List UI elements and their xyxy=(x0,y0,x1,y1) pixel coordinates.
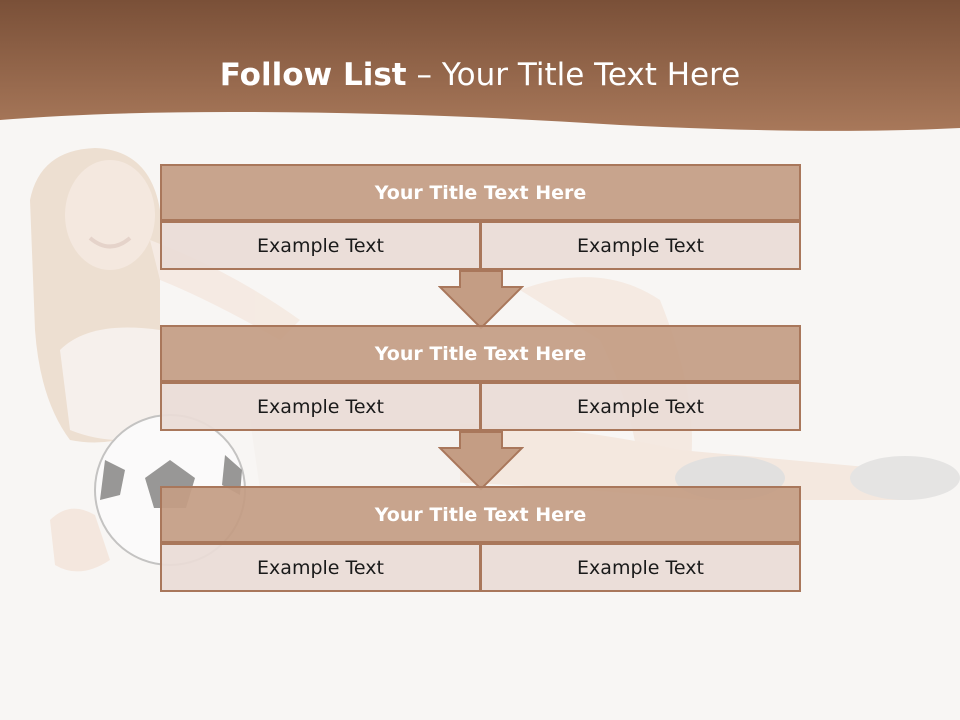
slide-title-bold: Follow List xyxy=(219,57,407,93)
block-title: Your Title Text Here xyxy=(160,325,801,382)
block-right-cell: Example Text xyxy=(480,382,801,431)
block-left-cell: Example Text xyxy=(160,543,481,592)
block-title: Your Title Text Here xyxy=(160,164,801,221)
block-right-cell: Example Text xyxy=(480,543,801,592)
header-band xyxy=(0,0,960,131)
block-left-cell: Example Text xyxy=(160,382,481,431)
down-arrow-icon xyxy=(438,270,524,330)
block-title: Your Title Text Here xyxy=(160,486,801,543)
list-block-2: Your Title Text Here Example Text Exampl… xyxy=(160,325,801,431)
block-right-cell: Example Text xyxy=(480,221,801,270)
block-left-cell: Example Text xyxy=(160,221,481,270)
list-block-1: Your Title Text Here Example Text Exampl… xyxy=(160,164,801,270)
down-arrow-icon xyxy=(438,431,524,491)
slide-title: Follow List – Your Title Text Here xyxy=(0,52,960,98)
list-block-3: Your Title Text Here Example Text Exampl… xyxy=(160,486,801,592)
slide-title-rest: – Your Title Text Here xyxy=(406,57,741,93)
